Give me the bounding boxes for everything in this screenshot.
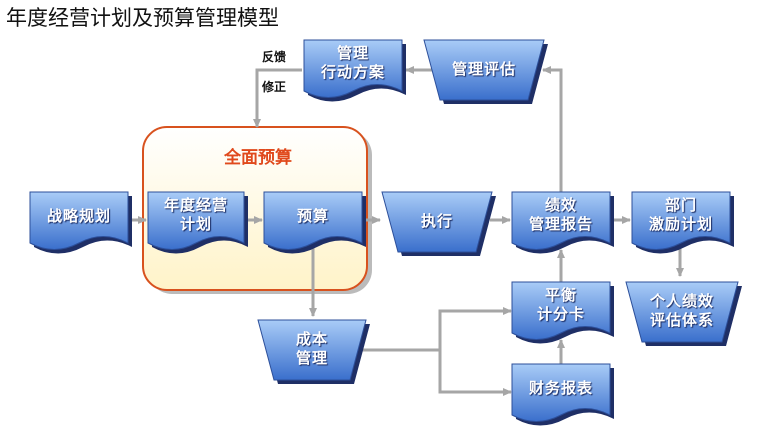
node-mgmt-eval-shape — [423, 39, 545, 101]
node-incentive-shape — [631, 191, 731, 250]
node-shapes — [29, 39, 742, 426]
node-label-line: 管理 — [295, 349, 328, 367]
node-perf-shape — [511, 191, 611, 250]
budget-group-title: 全面预算 — [224, 148, 292, 168]
node-label-line: 平衡 — [544, 286, 577, 304]
feedback-label: 反馈 — [262, 50, 287, 64]
node-cost-shape — [257, 319, 367, 381]
arrow-split-bsc — [438, 307, 512, 350]
node-label-line: 评估体系 — [649, 311, 714, 329]
node-label-line: 管理评估 — [451, 59, 516, 78]
node-label-line: 成本 — [295, 330, 328, 348]
correction-label: 修正 — [262, 80, 287, 94]
page-title: 年度经营计划及预算管理模型 — [6, 6, 279, 30]
node-label-line: 计划 — [179, 215, 212, 233]
node-incentive-plan: 部门激励计划 — [632, 192, 730, 238]
node-label-line: 部门 — [664, 196, 697, 214]
node-execute-shape — [381, 191, 493, 253]
node-label-line: 管理 — [336, 44, 369, 62]
node-label-line: 绩效 — [544, 196, 577, 214]
node-cost-management: 成本管理 — [258, 324, 366, 374]
node-budget: 预算 — [264, 194, 362, 238]
node-label-line: 财务报表 — [528, 378, 593, 397]
node-label-line: 年度经营 — [163, 196, 228, 214]
arrow-plan-budgetgroup — [253, 68, 302, 128]
node-balanced-scorecard: 平衡计分卡 — [512, 282, 610, 328]
node-mgmt-plan-shape — [303, 39, 403, 98]
node-label-line: 预算 — [296, 206, 329, 225]
node-mgmt-evaluation: 管理评估 — [424, 44, 544, 94]
node-mgmt-action-plan: 管理行动方案 — [304, 40, 402, 86]
node-finance-shape — [511, 363, 611, 422]
arrow-split-finance — [438, 350, 512, 396]
node-bsc-shape — [511, 281, 611, 340]
node-perf-report: 绩效管理报告 — [512, 192, 610, 238]
node-personal-shape — [625, 281, 739, 343]
node-annual-plan: 年度经营计划 — [148, 192, 244, 238]
node-execute: 执行 — [382, 196, 492, 246]
node-financial-statements: 财务报表 — [512, 366, 610, 410]
node-strategy-shape — [29, 191, 129, 250]
node-label-line: 战略规划 — [46, 206, 111, 225]
node-label-line: 执行 — [420, 211, 453, 230]
node-label-line: 个人绩效 — [649, 292, 714, 310]
node-annual-shape — [147, 191, 245, 250]
node-personal-eval: 个人绩效评估体系 — [626, 286, 738, 336]
node-label-line: 计分卡 — [536, 305, 585, 323]
node-budget-shape — [263, 191, 363, 250]
arrow-perf-eval — [542, 66, 563, 194]
node-strategy: 战略规划 — [30, 194, 128, 238]
connectors — [128, 66, 684, 396]
node-label-line: 行动方案 — [320, 63, 385, 81]
node-label-line: 激励计划 — [648, 215, 713, 233]
node-label-line: 管理报告 — [528, 215, 593, 233]
